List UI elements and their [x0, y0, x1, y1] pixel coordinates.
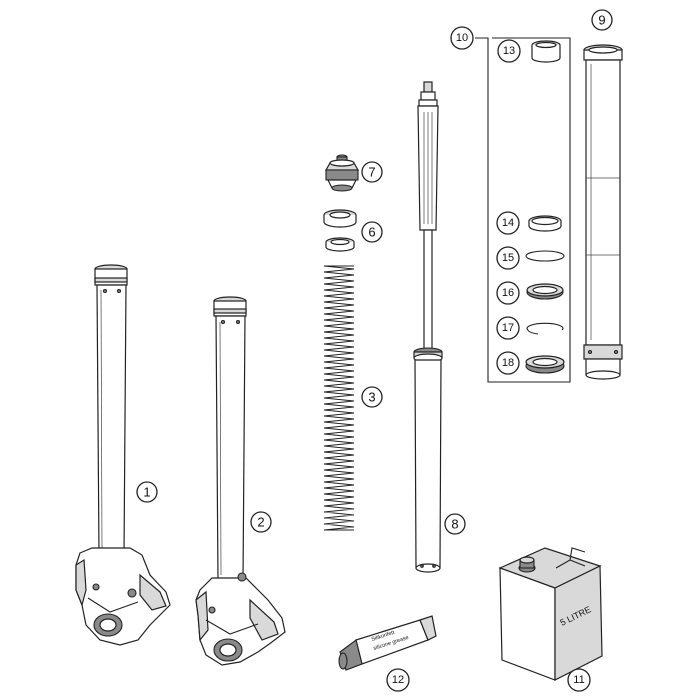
callout-11: 11	[567, 668, 591, 692]
svg-text:15: 15	[502, 252, 514, 264]
callout-2: 2	[250, 511, 272, 533]
svg-text:1: 1	[143, 485, 150, 500]
bushing-14	[528, 215, 562, 232]
svg-text:16: 16	[502, 287, 514, 299]
svg-text:3: 3	[368, 390, 375, 405]
svg-text:11: 11	[573, 674, 584, 686]
svg-text:13: 13	[503, 45, 515, 57]
callout-14: 14	[496, 211, 520, 235]
oil-seal-16	[526, 283, 564, 300]
svg-text:8: 8	[451, 517, 458, 532]
spring-spacer-rings	[323, 209, 357, 252]
seal-kit-bracket	[475, 37, 571, 383]
callout-10: 10	[450, 26, 474, 50]
callout-13: 13	[497, 39, 521, 63]
callout-18: 18	[496, 351, 520, 375]
callout-1: 1	[136, 481, 158, 503]
callout-8: 8	[444, 513, 466, 535]
svg-text:6: 6	[368, 225, 375, 240]
fork-spring	[323, 265, 355, 531]
svg-text:14: 14	[502, 217, 514, 229]
svg-text:2: 2	[257, 515, 264, 530]
circlip-17	[526, 322, 564, 335]
callout-9: 9	[591, 9, 613, 31]
callout-7: 7	[361, 161, 383, 183]
inner-fork-tube	[583, 44, 623, 380]
callout-3: 3	[361, 386, 383, 408]
fork-leg-right	[195, 296, 286, 666]
grease-tube: Silikonfett silicone grease	[338, 615, 437, 671]
fork-cap	[324, 154, 360, 192]
damper-cartridge	[413, 81, 443, 573]
callout-15: 15	[496, 246, 520, 270]
fork-leg-left	[75, 264, 171, 646]
svg-text:12: 12	[392, 674, 404, 686]
callout-17: 17	[496, 316, 520, 340]
svg-text:7: 7	[368, 165, 375, 180]
washer-15	[525, 250, 565, 262]
callout-12: 12	[386, 668, 410, 692]
svg-text:18: 18	[502, 357, 514, 369]
fork-oil-can: 5 LITRE	[498, 547, 603, 681]
svg-text:9: 9	[598, 13, 605, 28]
svg-text:10: 10	[456, 32, 468, 44]
callout-16: 16	[496, 281, 520, 305]
dust-wiper-18	[525, 355, 565, 374]
callout-6: 6	[361, 221, 383, 243]
bushing-13	[531, 40, 561, 63]
svg-text:17: 17	[502, 322, 514, 334]
